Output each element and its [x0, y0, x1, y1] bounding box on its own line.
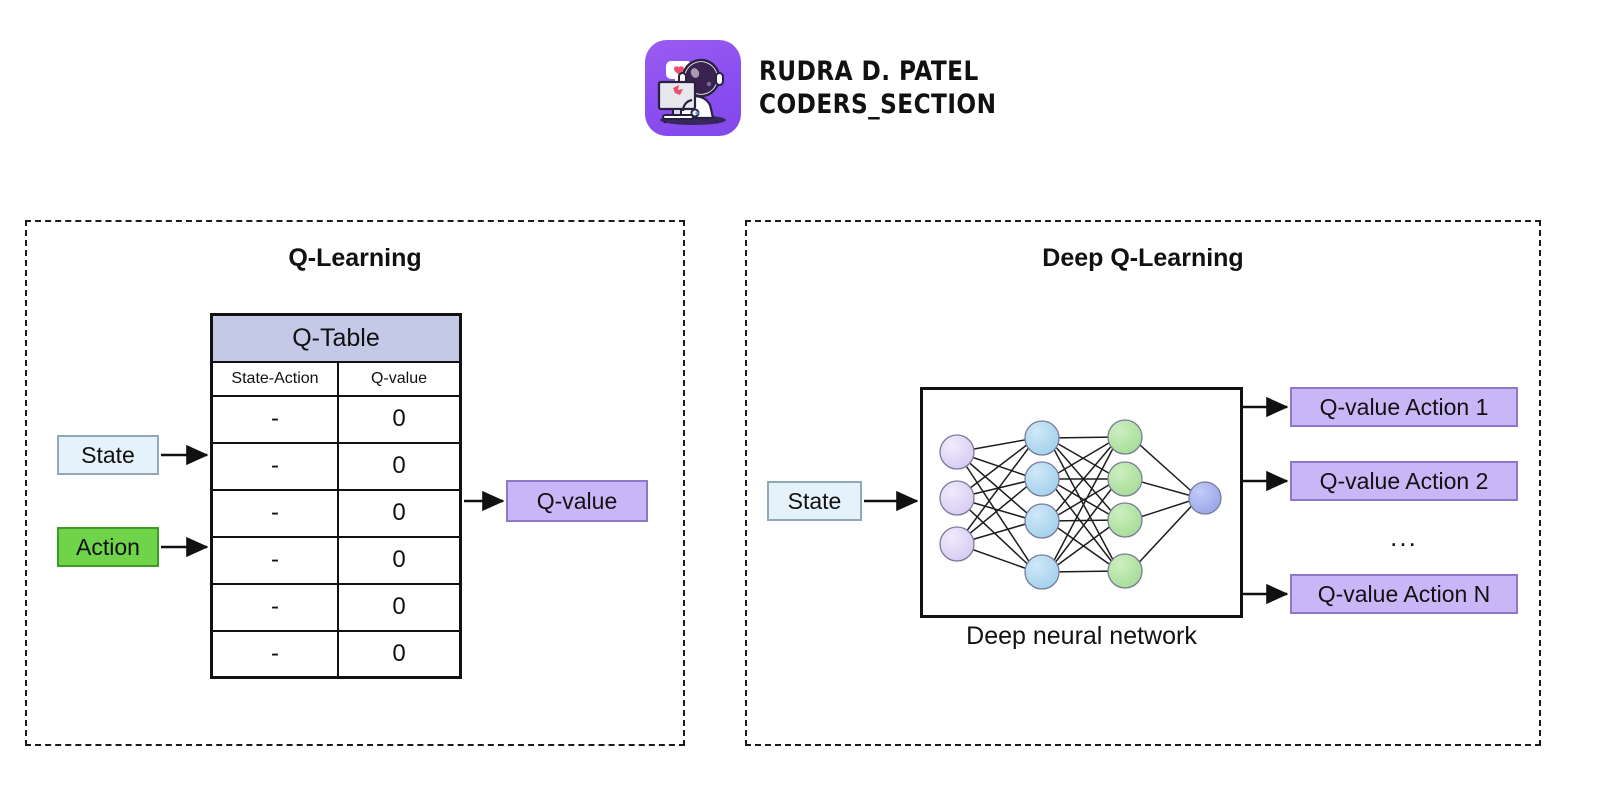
output-ellipsis: ...	[1390, 522, 1418, 552]
table-row: - 0	[210, 535, 462, 585]
cell-state-action: -	[210, 629, 340, 679]
table-row: - 0	[210, 488, 462, 538]
cell-q-value: 0	[337, 582, 462, 632]
q-value-action-1-box[interactable]: Q-value Action 1	[1290, 387, 1518, 427]
deep-state-input-label: State	[787, 487, 842, 514]
cell-q-value: 0	[337, 441, 462, 491]
table-row: - 0	[210, 582, 462, 632]
state-input-box[interactable]: State	[57, 435, 159, 475]
q-value-action-2-label: Q-value Action 2	[1319, 467, 1489, 494]
cell-q-value: 0	[337, 535, 462, 585]
cell-q-value: 0	[337, 394, 462, 444]
table-row: - 0	[210, 441, 462, 491]
q-table-header-row: State-Action Q-value	[210, 360, 462, 397]
astronaut-computer-logo-icon	[645, 40, 741, 136]
neural-network-caption: Deep neural network	[966, 622, 1197, 650]
brand-name: RUDRA D. PATEL	[759, 56, 979, 87]
action-input-box[interactable]: Action	[57, 527, 159, 567]
q-table: Q-Table State-Action Q-value - 0 - 0 - 0…	[210, 313, 462, 679]
cell-state-action: -	[210, 582, 340, 632]
cell-state-action: -	[210, 535, 340, 585]
brand-text: RUDRA D. PATEL CODERS_SECTION	[759, 55, 1035, 121]
q-learning-title: Q-Learning	[288, 244, 422, 272]
q-value-action-n-box[interactable]: Q-value Action N	[1290, 574, 1518, 614]
q-value-output-label: Q-value	[536, 487, 618, 514]
deep-state-input-box[interactable]: State	[767, 481, 862, 521]
q-value-action-n-label: Q-value Action N	[1317, 580, 1491, 607]
cell-state-action: -	[210, 488, 340, 538]
q-table-title: Q-Table	[210, 313, 462, 363]
q-table-title-row: Q-Table	[210, 313, 462, 363]
cell-q-value: 0	[337, 629, 462, 679]
brand-header: RUDRA D. PATEL CODERS_SECTION	[645, 40, 1035, 136]
cell-state-action: -	[210, 394, 340, 444]
state-input-label: State	[81, 441, 135, 468]
neural-network-container	[920, 387, 1243, 618]
q-table-col-q-value: Q-value	[337, 360, 462, 397]
deep-q-learning-title: Deep Q-Learning	[1042, 244, 1244, 272]
q-value-action-1-label: Q-value Action 1	[1319, 393, 1489, 420]
brand-handle: CODERS_SECTION	[759, 89, 997, 120]
cell-state-action: -	[210, 441, 340, 491]
q-value-output-box[interactable]: Q-value	[506, 480, 648, 522]
table-row: - 0	[210, 629, 462, 679]
q-table-col-state-action: State-Action	[210, 360, 340, 397]
q-value-action-2-box[interactable]: Q-value Action 2	[1290, 461, 1518, 501]
cell-q-value: 0	[337, 488, 462, 538]
table-row: - 0	[210, 394, 462, 444]
action-input-label: Action	[76, 533, 140, 560]
